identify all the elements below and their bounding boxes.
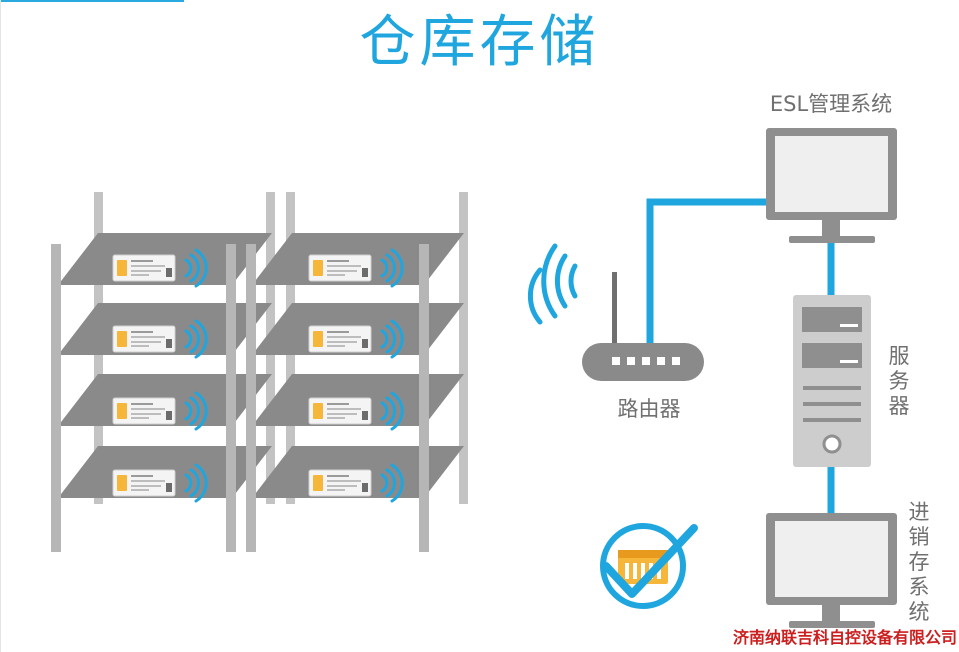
inventory-label: 进 销 存 系 统 — [909, 500, 930, 624]
esl-system-label: ESL管理系统 — [770, 92, 892, 116]
monitor-icon — [766, 513, 897, 628]
page-title: 仓库存储 — [359, 10, 600, 75]
monitor-icon — [766, 128, 897, 243]
network-connections — [646, 198, 835, 514]
inventory-label-char-4: 系 — [909, 575, 930, 599]
top-accent-line — [0, 0, 184, 2]
server-label-char-2: 务 — [889, 369, 910, 393]
server-label: 服 务 器 — [889, 344, 910, 418]
router-icon — [527, 243, 704, 381]
inventory-label-char-3: 存 — [909, 550, 930, 574]
inventory-label-char-2: 销 — [909, 525, 930, 549]
company-watermark: 济南纳联吉科自控设备有限公司 — [732, 628, 957, 647]
left-border-line — [0, 0, 1, 652]
server-tower-icon — [793, 295, 871, 467]
checkmark-badge-icon — [600, 523, 698, 609]
inventory-label-char-5: 统 — [909, 600, 930, 624]
inventory-label-char-1: 进 — [909, 500, 930, 524]
server-label-char-3: 器 — [889, 394, 910, 418]
warehouse-rack — [51, 192, 468, 552]
router-label: 路由器 — [618, 397, 681, 421]
server-label-char-1: 服 — [889, 344, 910, 368]
